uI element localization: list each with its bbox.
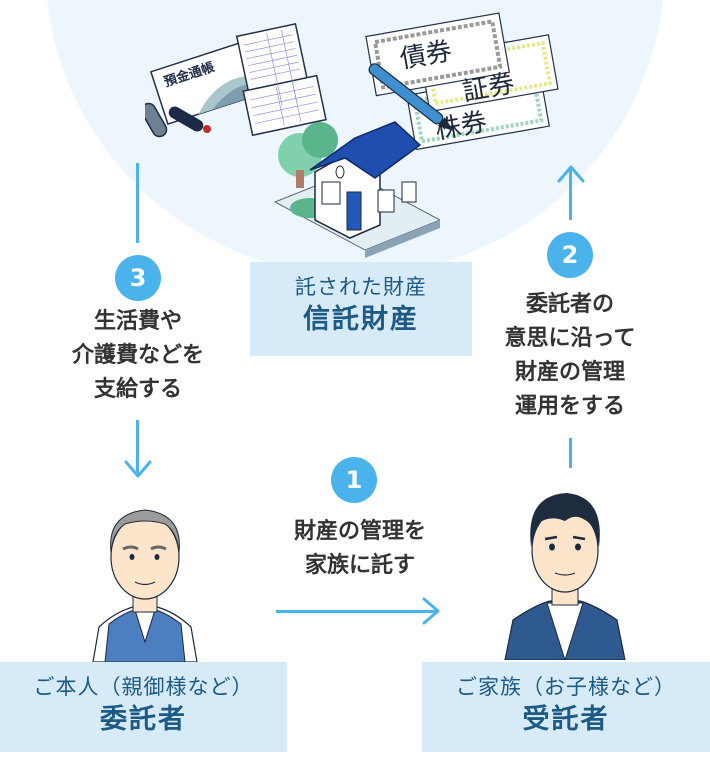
step3-line-top (136, 163, 139, 243)
settlor-subtitle: ご本人（親御様など） (33, 675, 254, 699)
step1-badge: 1 (331, 457, 377, 503)
step1-text: 財産の管理を 家族に託す (293, 519, 426, 578)
arrow-right-icon (420, 596, 442, 626)
trust-property-subtitle: 託された財産 (295, 275, 427, 299)
step3-line-bottom (136, 420, 139, 475)
settlor-avatar (85, 492, 205, 662)
trustee-label: ご家族（お子様など） 受託者 (422, 662, 710, 752)
trust-property-label: 託された財産 信託財産 (250, 262, 472, 356)
bank-passbook-illustration: 預金通帳 (145, 10, 365, 140)
trustee-title: 受託者 (522, 704, 610, 735)
settlor-label: ご本人（親御様など） 委託者 (0, 662, 287, 752)
trustee-avatar (495, 485, 635, 660)
step3-text: 生活費や 介護費などを 支給する (71, 309, 204, 402)
settlor-title: 委託者 (100, 704, 187, 735)
step1-line (276, 610, 436, 613)
arrow-down-icon (123, 458, 153, 480)
step2-line-top (569, 168, 572, 220)
step2-text: 委託者の 意思に沿って 財産の管理 運用をする (504, 292, 636, 419)
step2-badge: 2 (547, 232, 593, 278)
trustee-subtitle: ご家族（お子様など） (456, 675, 676, 699)
securities-illustration: 債券 証券 株券 (365, 10, 565, 150)
step2-line-bottom (569, 438, 572, 468)
step3-badge: 3 (115, 255, 161, 301)
arrow-up-icon (556, 163, 586, 185)
trust-property-title: 信託財産 (303, 304, 419, 335)
house-illustration (270, 110, 440, 260)
